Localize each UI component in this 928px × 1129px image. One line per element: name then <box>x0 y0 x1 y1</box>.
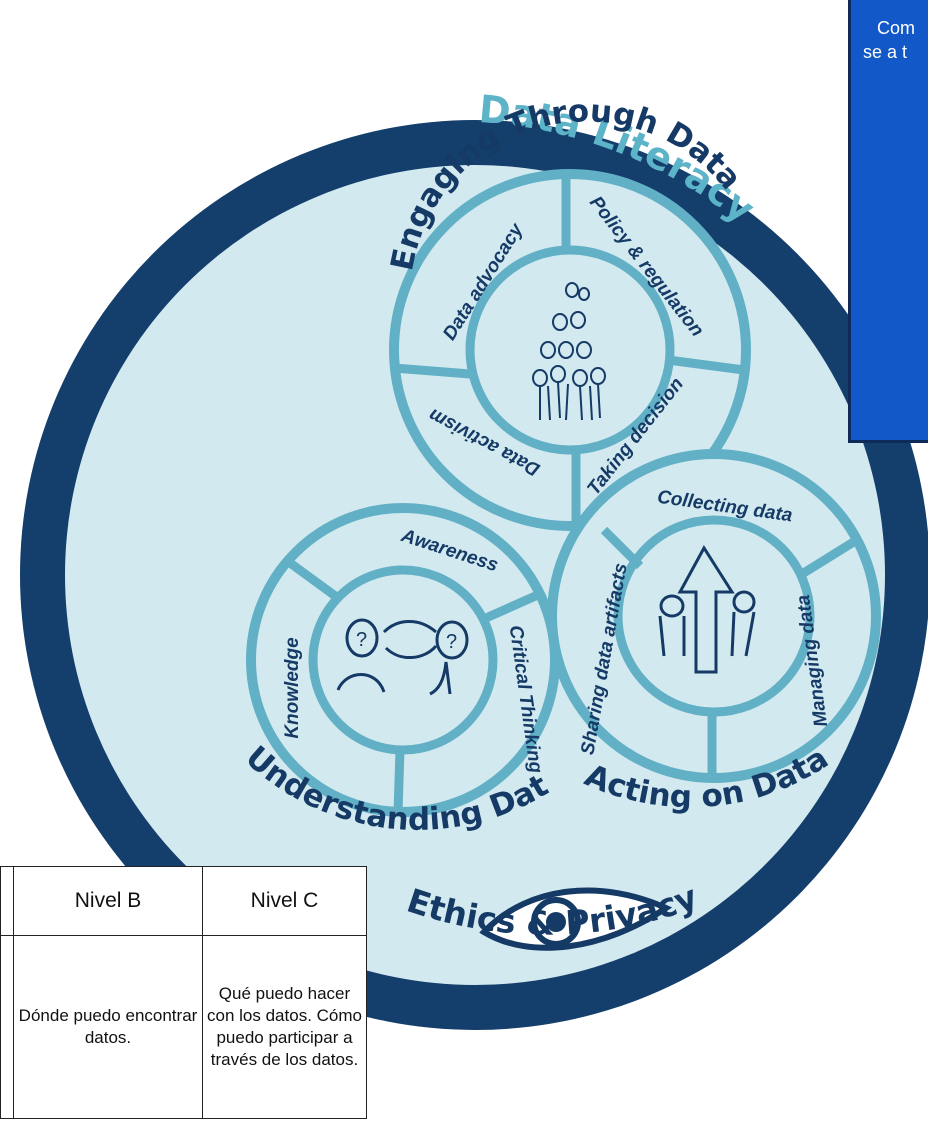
table-cell <box>0 935 14 1119</box>
table-row: Dónde puedo encontrar datos. Qué puedo h… <box>0 935 367 1119</box>
svg-text:?: ? <box>446 631 457 653</box>
side-box-line-2: se a t <box>863 42 908 62</box>
people-pyramid-icon <box>532 282 606 421</box>
table-header-nivel-c: Nivel C <box>202 866 367 936</box>
table-header-cell <box>0 866 14 936</box>
table-cell-nivel-c: Qué puedo hacer con los datos. Cómo pued… <box>202 935 367 1119</box>
side-text-box: Com se a t <box>848 0 928 443</box>
svg-text:?: ? <box>356 629 367 651</box>
segment-knowledge: Knowledge <box>282 637 303 739</box>
arrow-people-icon <box>658 545 756 674</box>
eye-icon <box>479 887 673 951</box>
table-header-row: Nivel B Nivel C <box>0 866 367 936</box>
acting-circle <box>547 449 881 783</box>
thinking-heads-icon: ? ? <box>336 618 469 696</box>
levels-table: Nivel B Nivel C Dónde puedo encontrar da… <box>0 866 367 1119</box>
table-header-nivel-b: Nivel B <box>13 866 203 936</box>
engaging-circle <box>389 169 751 531</box>
table-cell-nivel-b: Dónde puedo encontrar datos. <box>13 935 203 1119</box>
side-box-line-1: Com <box>877 18 916 38</box>
